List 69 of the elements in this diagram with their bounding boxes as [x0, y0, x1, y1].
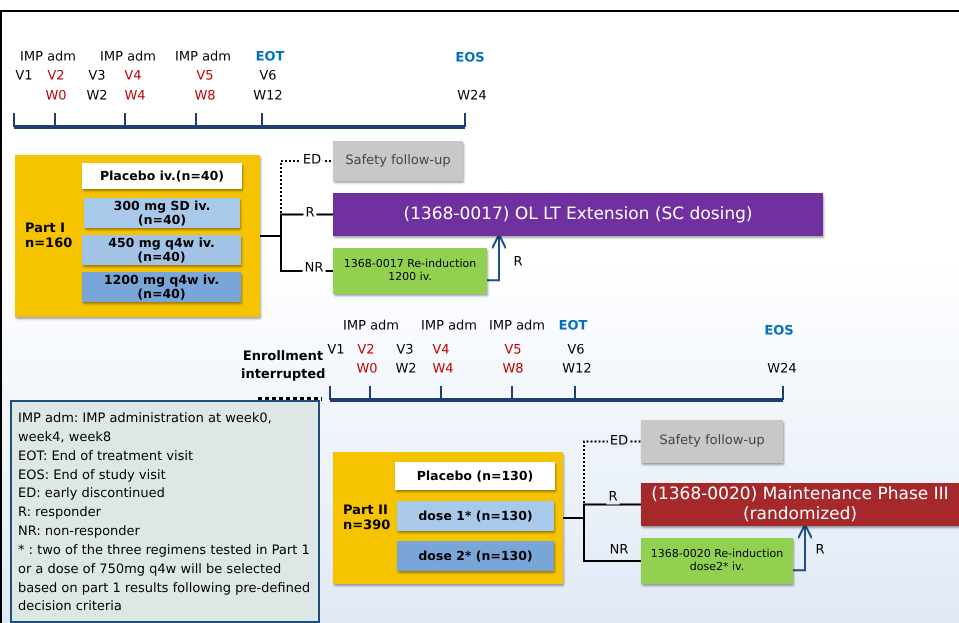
edge-label: R [512, 254, 524, 270]
reinduction-box: 1368-0020 Re-induction dose2* iv. [641, 538, 793, 584]
timeline-label: V3 [88, 68, 106, 84]
timeline-label: W0 [356, 362, 378, 376]
extension-bar: (1368-0017) OL LT Extension (SC dosing) [333, 193, 823, 236]
timeline-label: W2 [86, 88, 108, 104]
edge-label: NR [608, 542, 630, 558]
timeline-label: IMP adm [175, 50, 231, 64]
timeline-label: V5 [196, 68, 214, 84]
timeline-label: IMP adm [489, 318, 545, 334]
timeline-label: W24 [767, 362, 797, 376]
group-title: Part II n=390 [343, 503, 392, 533]
legend-line: EOS: End of study visit [18, 466, 167, 485]
arm-box: dose 2* (n=130) [397, 541, 554, 571]
legend-line: * : two of the three regimens tested in Part 1 or a dose of 750mg q4w will be selected based on part 1 results following pre-defined decision criteria [18, 542, 312, 616]
timeline-label: V6 [567, 342, 585, 358]
timeline-label: W12 [253, 88, 283, 104]
timeline-label: W0 [45, 88, 67, 104]
timeline-label: EOT [558, 318, 588, 334]
timeline-label: EOS [455, 50, 485, 66]
follow-up-box: Safety follow-up [641, 420, 783, 463]
arm-box: 1200 mg q4w iv. (n=40) [82, 272, 241, 302]
group-box [333, 452, 563, 584]
note-text: Enrollment interrupted [241, 348, 325, 384]
timeline-label: EOT [256, 50, 284, 64]
timeline-label: V2 [47, 68, 65, 84]
timeline-label: V4 [124, 68, 142, 84]
timeline-label: IMP adm [100, 50, 156, 64]
edge-label: R [606, 490, 620, 504]
timeline-label: V4 [432, 342, 450, 358]
group-box [15, 155, 260, 317]
legend-line: EOT: End of treatment visit [18, 448, 194, 466]
legend-line: ED: early discontinued [18, 485, 166, 504]
timeline-label: W4 [432, 362, 454, 376]
legend-panel [10, 400, 320, 623]
timeline-label: V3 [396, 342, 414, 358]
legend-line: NR: non-responder [18, 523, 141, 542]
arrow [487, 234, 508, 282]
arm-box: 450 mg q4w iv. (n=40) [82, 235, 241, 265]
maintenance-bar: (1368-0020) Maintenance Phase III (randomized) [641, 483, 959, 526]
edge-label: ED [608, 434, 630, 448]
arrow [793, 524, 814, 572]
timeline-label: IMP adm [343, 318, 399, 334]
timeline-label: V5 [504, 342, 522, 358]
edge-label: R [814, 542, 826, 558]
timeline-label: EOS [764, 324, 794, 338]
timeline-label: W12 [562, 362, 592, 376]
arm-box: dose 1* (n=130) [397, 501, 554, 531]
legend-line: IMP adm: IMP administration at week0, week4, week8 [18, 410, 273, 447]
legend-line: R: responder [18, 504, 102, 522]
timeline-label: W24 [457, 88, 487, 104]
arm-box: Placebo (n=130) [395, 462, 555, 490]
group-title: Part I n=160 [25, 221, 74, 251]
timeline-label: W8 [502, 362, 524, 376]
follow-up-box: Safety follow-up [333, 141, 463, 181]
connector-line [260, 235, 333, 272]
reinduction-box: 1368-0017 Re-induction 1200 iv. [333, 248, 487, 294]
timeline-label: W2 [395, 362, 417, 376]
timeline-label: V6 [259, 68, 277, 84]
arm-box: Placebo iv.(n=40) [82, 163, 242, 189]
timeline-label: V2 [357, 342, 375, 358]
timeline-label: V1 [327, 342, 345, 358]
timeline-label: IMP adm [20, 50, 76, 64]
arm-box: 300 mg SD iv. (n=40) [84, 198, 240, 228]
timeline-label: IMP adm [421, 318, 477, 334]
timeline-label: V1 [15, 68, 33, 84]
connector-line [563, 517, 641, 562]
timeline-label: W4 [124, 88, 146, 104]
timeline-label: W8 [194, 88, 216, 104]
